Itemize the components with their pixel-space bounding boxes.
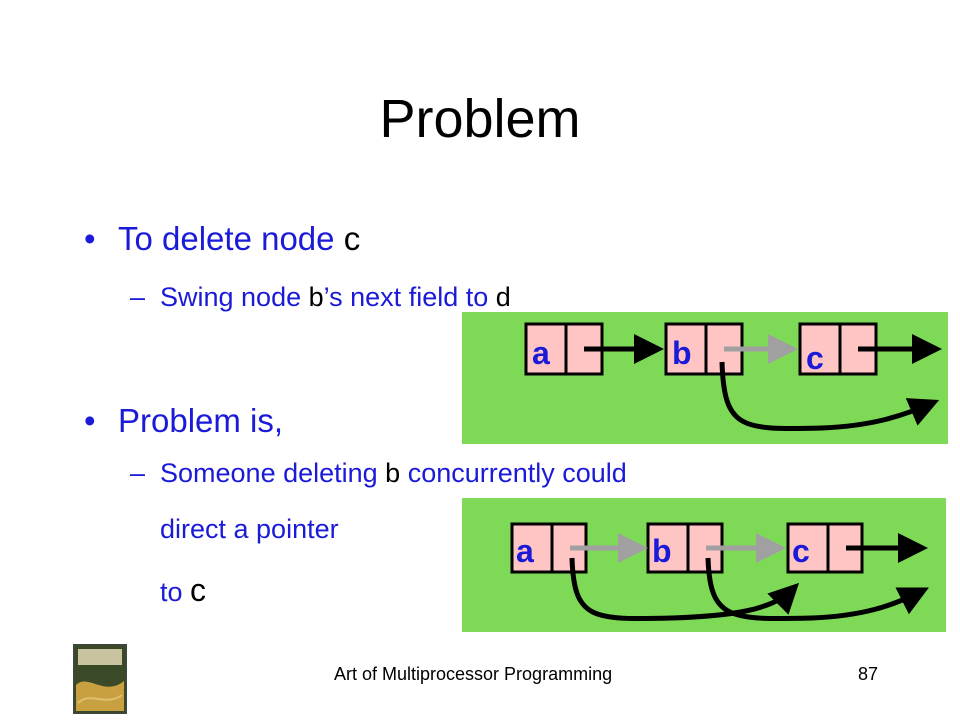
bullet-text: To delete node bbox=[118, 220, 344, 257]
sub-code-b: b bbox=[308, 282, 324, 312]
node-a-label: a bbox=[532, 335, 550, 371]
node-b: b bbox=[664, 322, 744, 376]
book-cover-art bbox=[74, 645, 126, 713]
sub-bullet-swing: –Swing node b’s next field to d bbox=[130, 284, 511, 311]
sub-text: Someone deleting bbox=[160, 458, 386, 488]
node-b-label: b bbox=[672, 335, 692, 371]
dash: – bbox=[130, 282, 146, 312]
dash: – bbox=[130, 458, 146, 488]
bullet-text: Problem is, bbox=[118, 402, 284, 439]
bullet-dot: • bbox=[84, 402, 96, 439]
linked-list-diagram-2: a b c bbox=[510, 522, 929, 622]
node-b-label: b bbox=[652, 533, 672, 569]
sub-mid: ’s next field to bbox=[323, 282, 496, 312]
bullet-delete-node: • To delete node c bbox=[84, 222, 360, 255]
node-c: c bbox=[786, 522, 864, 574]
slide-title: Problem bbox=[379, 89, 581, 149]
sub-rest: concurrently could bbox=[400, 458, 627, 488]
continuation-line2: to c bbox=[160, 574, 206, 606]
sub-text: Swing node bbox=[160, 282, 309, 312]
arrow-a-to-c-curved bbox=[569, 557, 800, 622]
bullet-problem-is: • Problem is, bbox=[84, 404, 283, 437]
continuation-line1: direct a pointer bbox=[160, 514, 339, 544]
book-cover-image bbox=[73, 644, 127, 714]
arrow-b-to-d-curved bbox=[705, 557, 929, 622]
continuation-code: c bbox=[190, 572, 207, 608]
diagram-panel-2: a b c bbox=[462, 498, 946, 632]
node-a-label: a bbox=[516, 533, 534, 569]
bullet-code: c bbox=[343, 220, 361, 257]
linked-list-diagram-1: a b c bbox=[524, 322, 942, 432]
diagram-panel-1: a b c bbox=[462, 312, 948, 444]
continuation-text: to bbox=[160, 577, 191, 607]
sub-bullet-concurrent: –Someone deleting b concurrently could bbox=[130, 460, 627, 487]
node-c-label: c bbox=[806, 340, 824, 376]
arrow-b-to-d-curved bbox=[719, 361, 940, 432]
node-c-label: c bbox=[792, 533, 810, 569]
footer-page-number: 87 bbox=[858, 664, 879, 684]
footer-course-title: Art of Multiprocessor Programming bbox=[334, 664, 613, 684]
bullet-dot: • bbox=[84, 220, 96, 257]
sub-code-b: b bbox=[385, 458, 401, 488]
sub-code-d: d bbox=[495, 282, 511, 312]
